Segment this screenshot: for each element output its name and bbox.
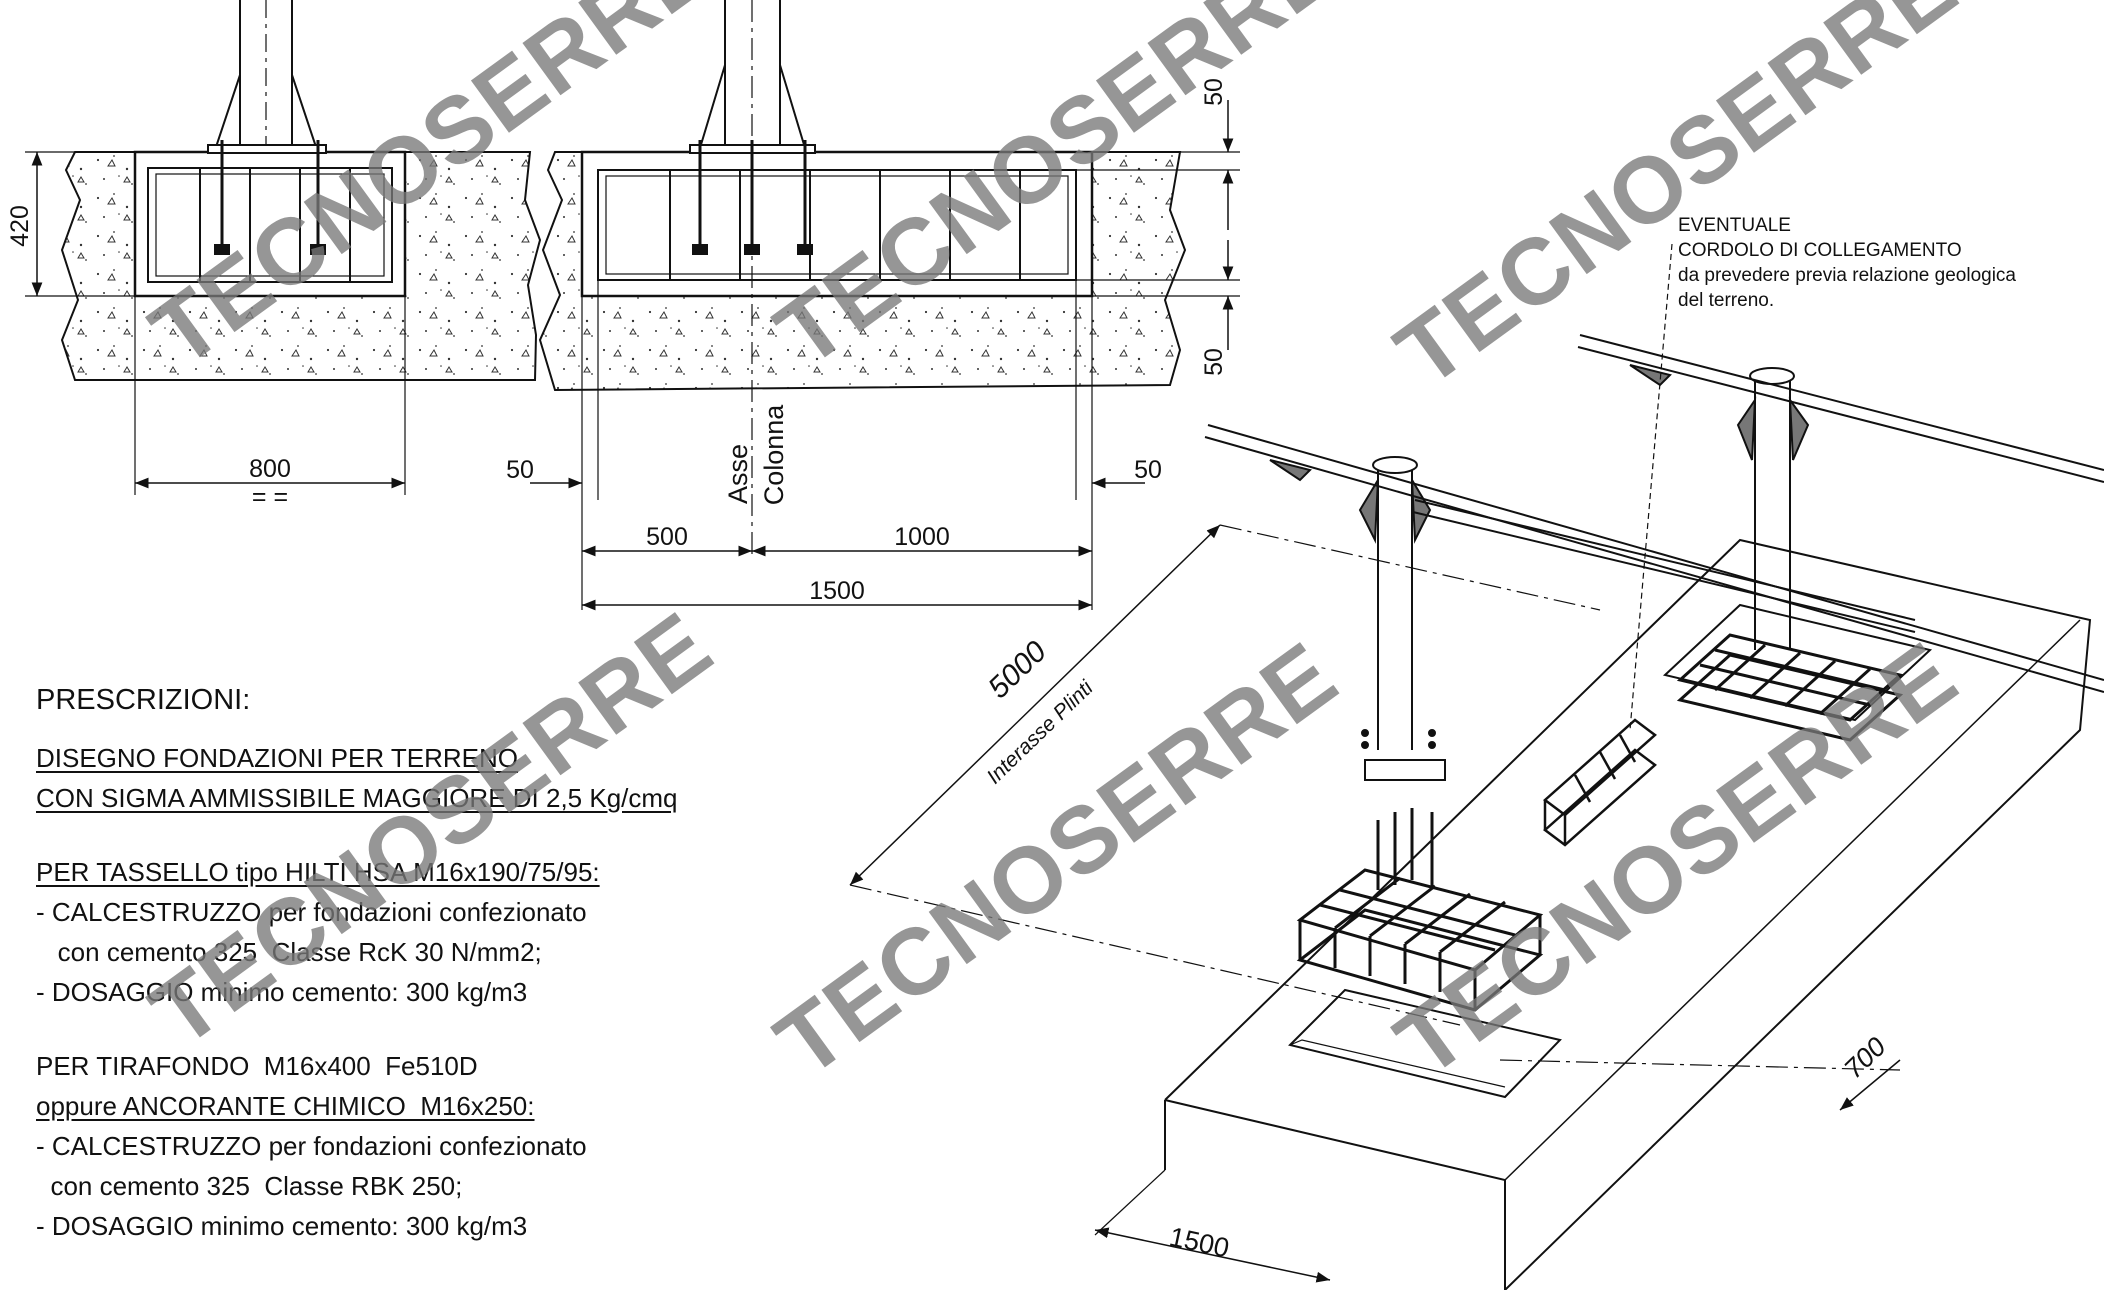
- prescrizioni-line: - DOSAGGIO minimo cemento: 300 kg/m3: [36, 977, 528, 1007]
- cordolo-line2: CORDOLO DI COLLEGAMENTO: [1678, 240, 1962, 261]
- cordolo-note: EVENTUALE CORDOLO DI COLLEGAMENTO da pre…: [1678, 213, 2016, 313]
- cordolo-line1: EVENTUALE: [1678, 215, 1791, 236]
- dim-1500-iso: 1500: [1167, 1222, 1232, 1264]
- axis-label-line2: Colonna: [759, 404, 789, 506]
- prescrizioni-line: - DOSAGGIO minimo cemento: 300 kg/m3: [36, 1211, 528, 1241]
- left-footing: [133, 150, 407, 298]
- prescrizioni-notes: PRESCRIZIONI: DISEGNO FONDAZIONI PER TER…: [36, 680, 796, 1246]
- left-symmetry-mark: = =: [252, 483, 288, 511]
- cordolo-line4: del terreno.: [1678, 290, 1775, 311]
- right-dim-right-offset: 50: [1134, 456, 1162, 484]
- prescrizioni-line: PER TASSELLO tipo HILTI HSA M16x190/75/9…: [36, 857, 600, 887]
- front-column: [1358, 456, 1446, 781]
- right-dim-500: 500: [646, 523, 688, 551]
- dim-700: 700: [1838, 1031, 1891, 1084]
- dim-5000: 5000: [982, 635, 1053, 705]
- prescrizioni-line: oppure ANCORANTE CHIMICO M16x250:: [36, 1091, 535, 1121]
- truss-tubes: [1204, 334, 2104, 693]
- prescrizioni-title: PRESCRIZIONI:: [36, 684, 251, 716]
- prescrizioni-line: CON SIGMA AMMISSIBILE MAGGIORE DI 2,5 Kg…: [36, 783, 678, 813]
- front-rebar-cage: [1296, 868, 1544, 1012]
- axis-label-line1: Asse: [723, 444, 753, 504]
- foundation-slab: [1164, 538, 2092, 1290]
- prescrizioni-line: con cemento 325 Classe RcK 30 N/mm2;: [36, 937, 542, 967]
- right-dim-1000: 1000: [894, 523, 950, 551]
- prescrizioni-line: - CALCESTRUZZO per fondazioni confeziona…: [36, 897, 587, 927]
- tie-beam-cage: [1543, 718, 1657, 847]
- right-dim-1500: 1500: [809, 577, 865, 605]
- back-rebar-cage: [1676, 633, 1904, 742]
- left-height-dim: 420: [6, 205, 34, 247]
- cordolo-line3: da prevedere previa relazione geologica: [1678, 265, 2017, 286]
- right-dim-bottom: 50: [1200, 348, 1228, 376]
- prescrizioni-line: DISEGNO FONDAZIONI PER TERRENO: [36, 743, 519, 773]
- right-section: [530, 0, 1240, 611]
- prescrizioni-line: PER TIRAFONDO M16x400 Fe510D: [36, 1051, 478, 1081]
- right-dim-top: 50: [1200, 78, 1228, 106]
- right-dim-left-offset: 50: [506, 456, 534, 484]
- left-section: [25, 0, 542, 495]
- prescrizioni-line: con cemento 325 Classe RBK 250;: [36, 1171, 463, 1201]
- prescrizioni-line: - CALCESTRUZZO per fondazioni confeziona…: [36, 1131, 587, 1161]
- left-width-dim: 800: [249, 455, 291, 483]
- isometric-view: [849, 243, 2104, 1290]
- front-pit: [1288, 988, 1562, 1099]
- back-column: [1736, 367, 1810, 650]
